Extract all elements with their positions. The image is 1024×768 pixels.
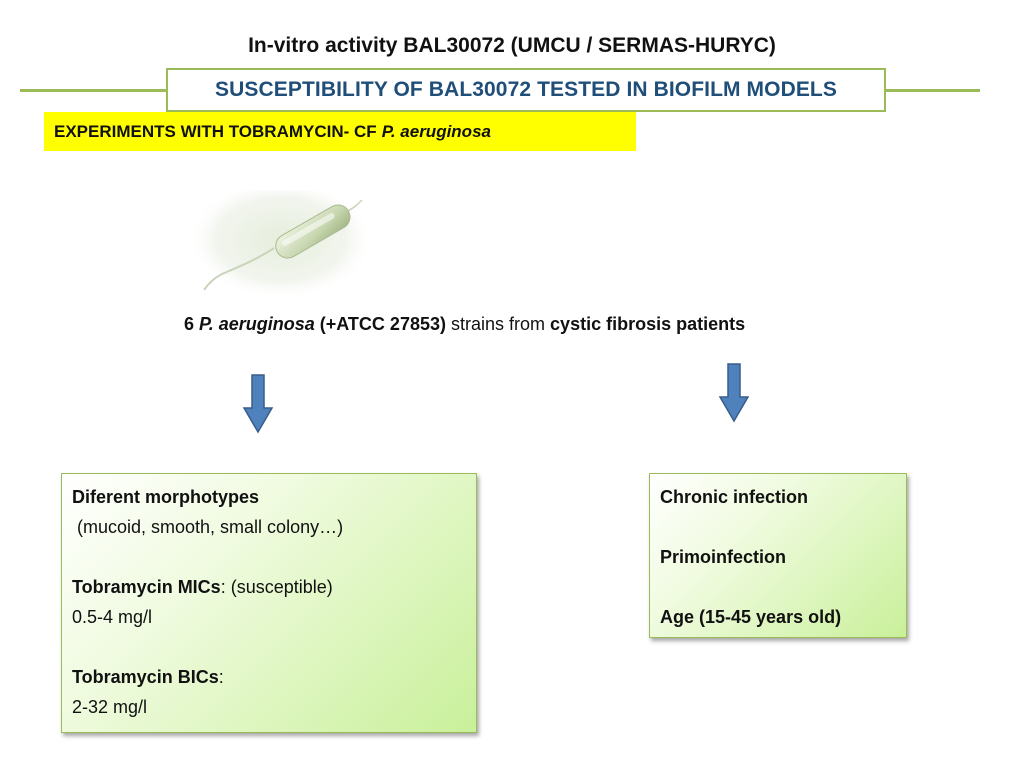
mic-note: : (susceptible): [220, 577, 333, 597]
strain-species: P. aeruginosa: [199, 314, 315, 334]
morphotypes-box: Diferent morphotypes (mucoid, smooth, sm…: [61, 473, 477, 733]
strain-middle-text: strains from: [451, 314, 546, 334]
mic-value: 0.5-4 mg/l: [72, 607, 153, 627]
section-label: EXPERIMENTS WITH TOBRAMYCIN- CF: [54, 121, 377, 141]
strain-source: cystic fibrosis patients: [550, 314, 746, 334]
mic-line: Tobramycin MICs: (susceptible): [72, 572, 466, 602]
bic-label: Tobramycin BICs: [72, 667, 219, 687]
criteria-chronic-infection: Chronic infection: [660, 487, 808, 507]
page-title: In-vitro activity BAL30072 (UMCU / SERMA…: [248, 34, 776, 57]
arrow-down-right-icon: [718, 363, 750, 423]
strain-count: 6: [184, 314, 195, 334]
criteria-age: Age (15-45 years old): [660, 607, 842, 627]
subtitle-text: SUSCEPTIBILITY OF BAL30072 TESTED IN BIO…: [215, 78, 837, 101]
section-label-species: P. aeruginosa: [381, 121, 491, 141]
section-label-bar: EXPERIMENTS WITH TOBRAMYCIN- CF P. aerug…: [44, 112, 636, 151]
morphotypes-list: (mucoid, smooth, small colony…): [77, 517, 344, 537]
mic-label: Tobramycin MICs: [72, 577, 221, 597]
strains-description: 6 P. aeruginosa (+ATCC 27853) strains fr…: [184, 314, 745, 335]
patient-criteria-box: Chronic infection Primoinfection Age (15…: [649, 473, 907, 638]
arrow-down-left-icon: [242, 374, 274, 434]
strain-atcc: (+ATCC 27853): [319, 314, 446, 334]
bic-line: Tobramycin BICs:: [72, 662, 466, 692]
bic-colon: :: [218, 667, 224, 687]
morphotypes-heading: Diferent morphotypes: [72, 487, 260, 507]
subtitle-box: SUSCEPTIBILITY OF BAL30072 TESTED IN BIO…: [166, 68, 886, 112]
bic-value: 2-32 mg/l: [72, 697, 148, 717]
criteria-primoinfection: Primoinfection: [660, 547, 787, 567]
bacterium-icon: [196, 190, 366, 300]
